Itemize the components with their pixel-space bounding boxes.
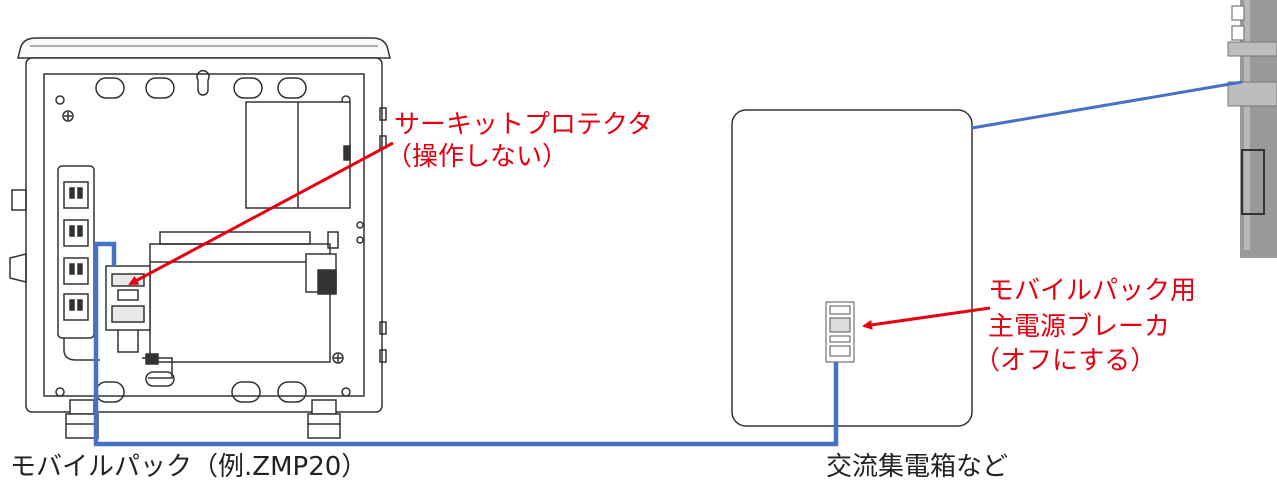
main-breaker-note: （オフにする） [974, 346, 1157, 376]
annotation-arrows [128, 141, 991, 330]
connection-cable [93, 241, 839, 447]
cable-glands [65, 399, 341, 439]
circuit-protector-arrow [128, 141, 394, 286]
main-breaker-label-line1: モバイルパック用 [988, 276, 1197, 306]
ac-box-caption: 交流集電箱など [826, 452, 1009, 482]
mobile-pack-caption: モバイルパック（例.ZMP20） [10, 452, 368, 482]
knockout-holes-top [55, 70, 351, 105]
internal-frame [149, 231, 339, 363]
power-cables [93, 80, 1243, 447]
circuit-protector-label: サーキットプロテクタ [394, 110, 653, 140]
main-breaker-label-line2: 主電源ブレーカ [988, 312, 1171, 342]
outlet-strip [57, 165, 100, 361]
main-breaker-arrow [862, 306, 991, 330]
main-power-breaker [825, 301, 855, 363]
mounting-screws [62, 110, 364, 364]
circuit-protector-note: （操作しない） [386, 142, 569, 172]
display-window [245, 101, 351, 209]
utility-pole [1227, 0, 1277, 258]
grid-line-cable [971, 80, 1243, 130]
ac-junction-box [731, 109, 973, 427]
